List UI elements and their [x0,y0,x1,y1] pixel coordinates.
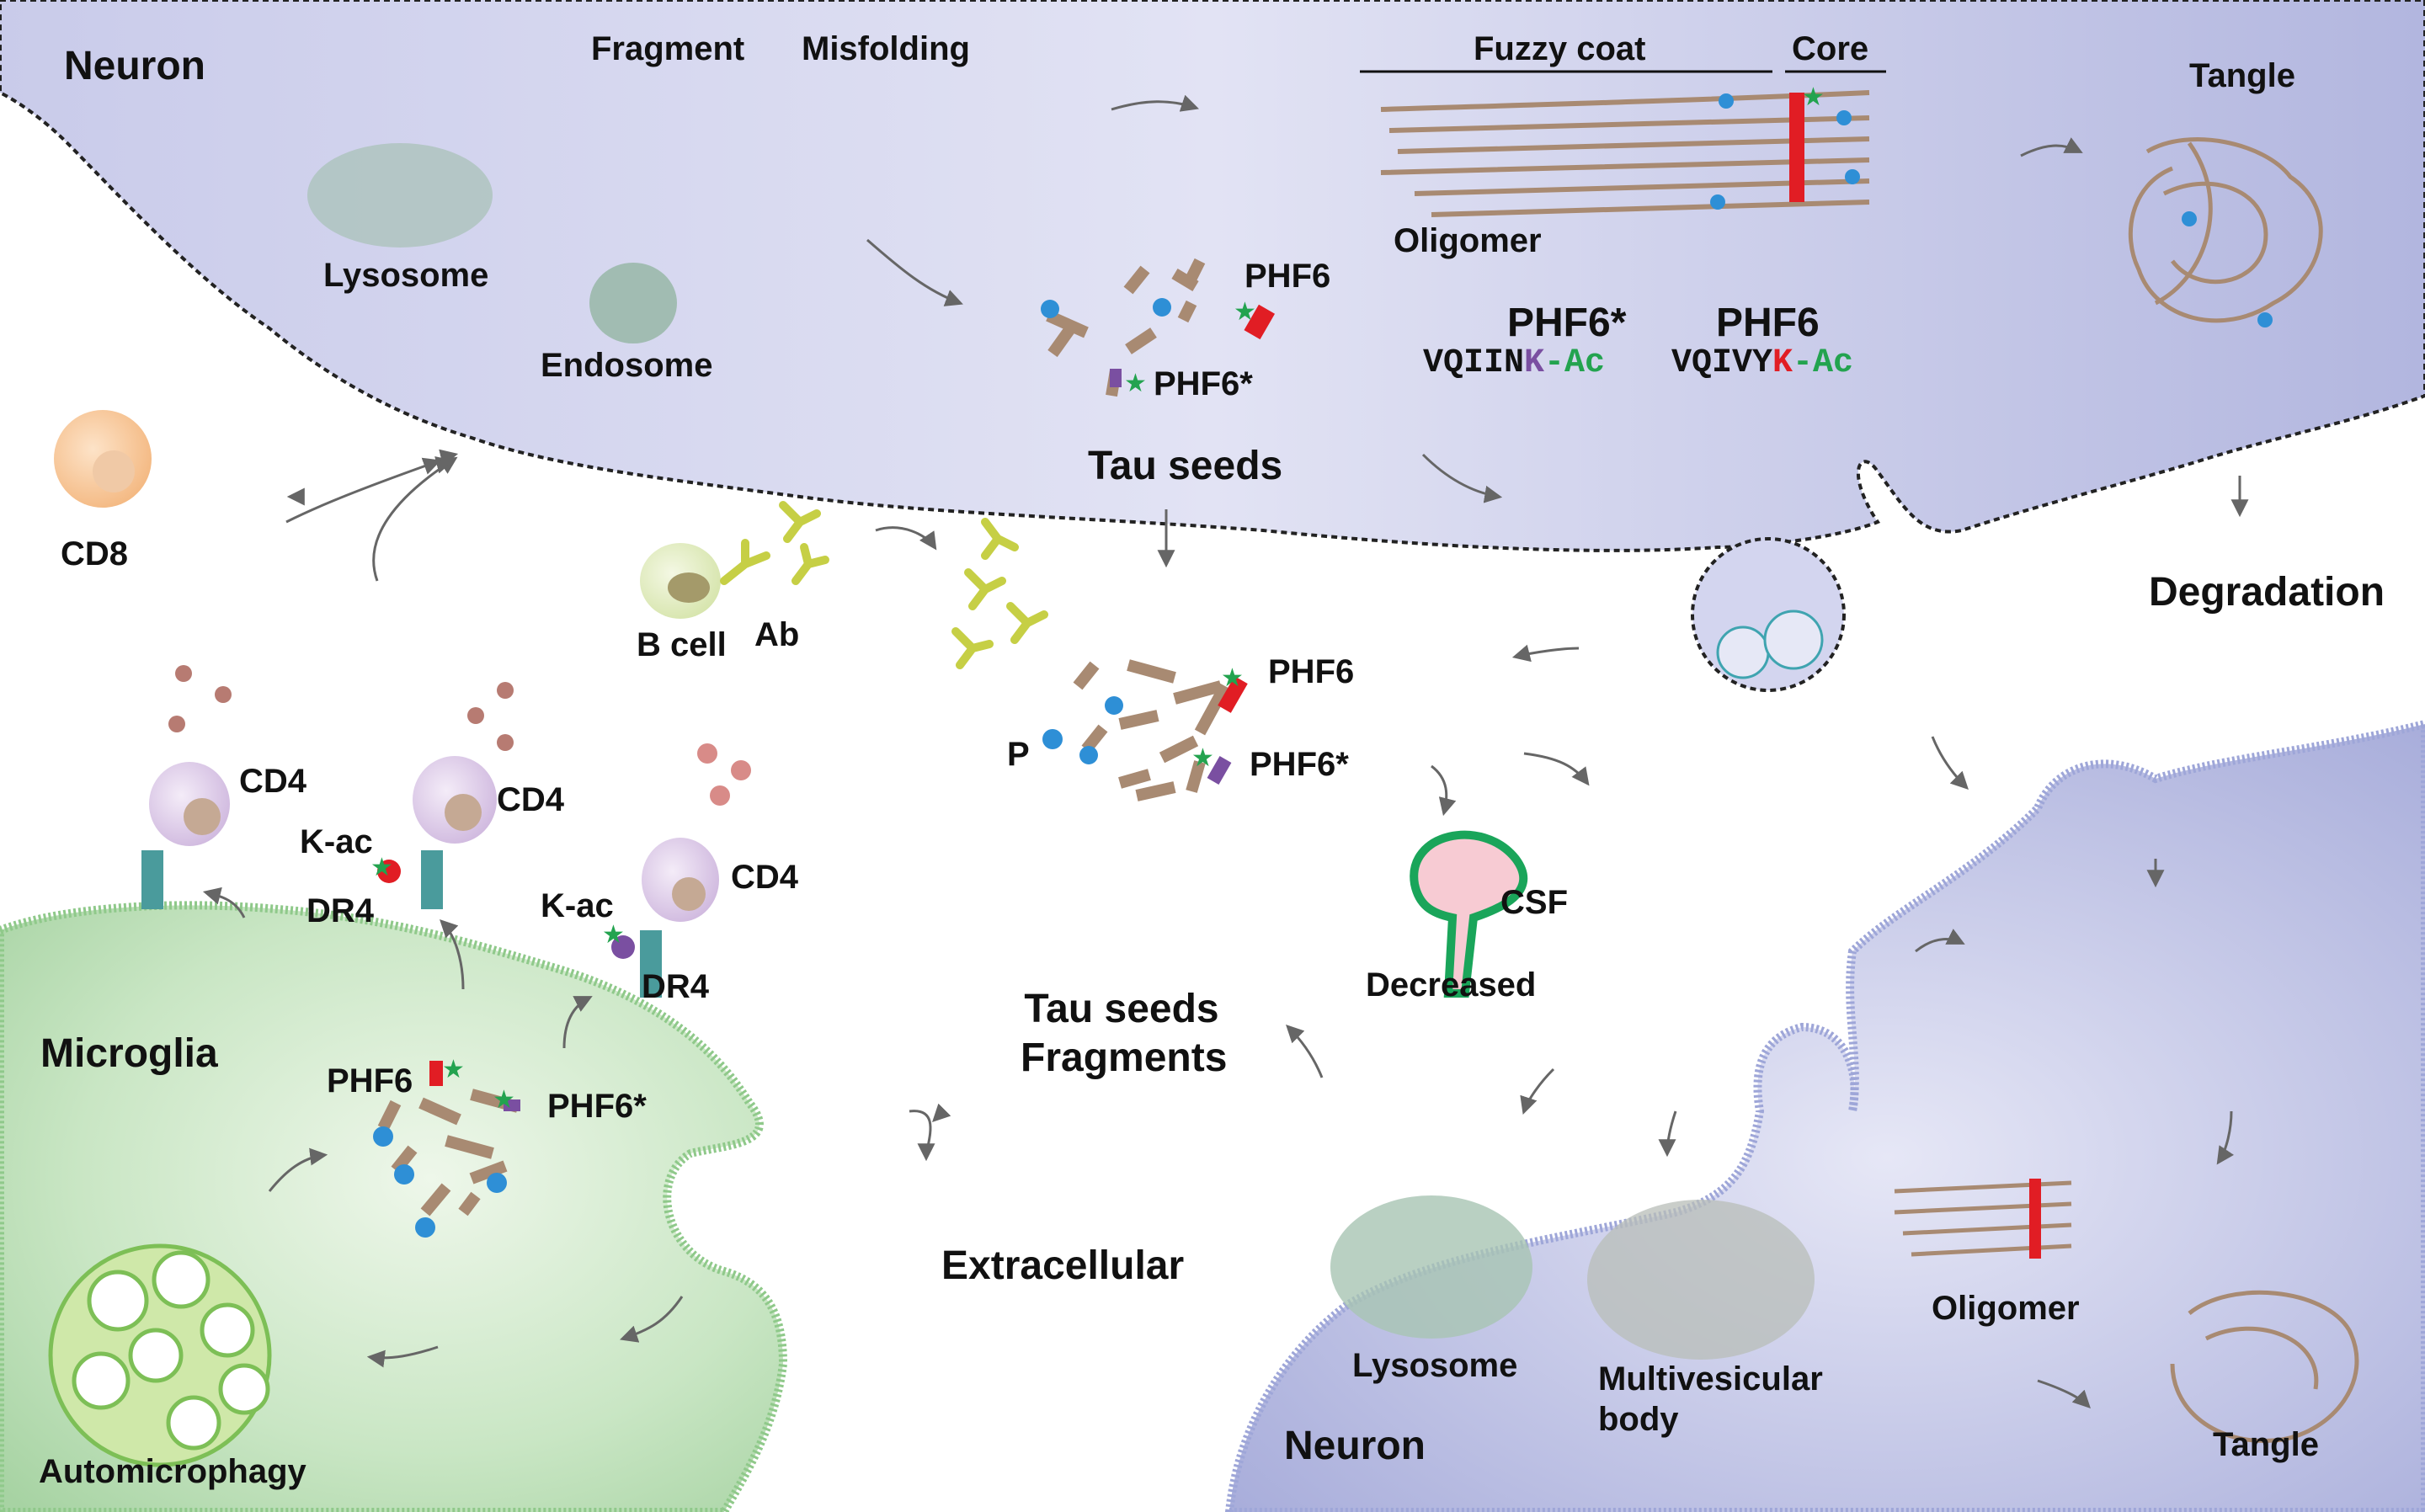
automicrophagy-vesicle [48,1243,272,1467]
cd8-label: CD8 [61,535,129,572]
top-oligomer-label: Oligomer [1394,222,1542,259]
b-cell [640,543,721,619]
extracellular-phf6-label: PHF6 [1268,653,1355,690]
svg-text:★: ★ [370,853,393,882]
bottom-oligomer-fibril [1894,1180,2072,1257]
svg-text:★: ★ [602,920,625,950]
cd8-cell [54,410,152,508]
cd4-cell-3 [611,838,719,998]
top-neuron-membrane [0,0,2425,552]
svg-text:★: ★ [1124,369,1147,398]
automicrophagy-label: Automicrophagy [39,1453,306,1490]
top-tau-seeds-label: Tau seeds [1088,444,1283,488]
bottom-lysosome [1330,1195,1532,1339]
bottom-mvb [1587,1200,1815,1360]
dr4-label-1: DR4 [306,892,375,929]
top-endosome [589,263,677,343]
cd4-label-2: CD4 [497,781,565,818]
bottom-tangle [2170,1290,2359,1443]
phosphate-p-label: P [1007,736,1030,773]
phf6-motif-label: PHF6 [1716,301,1820,345]
kac-label-2: K-ac [541,887,614,924]
cd4-cell-2 [377,756,497,909]
csf-label: CSF [1500,884,1568,921]
dr4-label-2: DR4 [642,968,710,1005]
bottom-neuron-title: Neuron [1284,1424,1426,1468]
top-neuron-title: Neuron [64,44,205,88]
bottom-lysosome-label: Lysosome [1352,1347,1518,1384]
flow-arrows [202,94,2249,1408]
ab-label: Ab [754,616,800,653]
top-tangle [2128,137,2323,323]
seeds-phf6-label: PHF6 [1244,258,1331,295]
csf-brain-icon [1410,830,1528,998]
degradation-label: Degradation [2149,570,2385,615]
misfolding-label: Misfolding [802,30,970,67]
seeds-phf6-star-label: PHF6* [1154,365,1253,402]
b-cell-label: B cell [637,626,727,663]
extracellular-phf6-star-label: PHF6* [1250,746,1349,783]
cytokines [168,665,751,806]
phf6-star-sequence: VQIINK-Ac [1423,344,1606,382]
top-lysosome [307,143,493,248]
microglia-phf6-label: PHF6 [327,1062,413,1099]
kac-label-1: K-ac [300,823,373,860]
top-tangle-label: Tangle [2189,57,2295,94]
cd4-cell-1 [141,762,230,909]
top-endosome-label: Endosome [541,347,713,384]
bottom-tangle-label: Tangle [2213,1426,2319,1463]
decreased-label: Decreased [1366,966,1537,1004]
phf6-sequence: VQIVYK-Ac [1671,344,1854,382]
bottom-neuron-membrane [1224,719,2425,1512]
phf6-star-motif-label: PHF6* [1507,301,1627,345]
svg-text:★: ★ [493,1085,515,1115]
svg-text:★: ★ [1234,297,1256,327]
acetyl-stars: ★ ★ ★ ★ ★ ★ ★ ★ ★ [370,83,1825,1115]
exocytic-vesicle [1691,537,1846,692]
core-label: Core [1792,30,1869,67]
phosphate-dots [373,93,2273,1238]
svg-text:★: ★ [1191,743,1214,773]
fragment-label: Fragment [591,30,745,67]
top-lysosome-label: Lysosome [323,257,489,294]
svg-text:★: ★ [442,1055,465,1084]
microglia-title: Microglia [40,1031,218,1076]
microglia-phf6-star-label: PHF6* [547,1088,647,1125]
cd4-label-3: CD4 [731,859,799,896]
extracellular-label: Extracellular [941,1243,1185,1288]
extracellular-tau-seeds [1073,659,1231,801]
svg-text:★: ★ [1802,83,1825,112]
microglia-tau-seeds [377,1089,520,1217]
bottom-oligomer-label: Oligomer [1932,1290,2080,1327]
antibodies [720,501,1048,669]
fuzzy-coat-label: Fuzzy coat [1474,30,1646,67]
svg-text:★: ★ [1221,663,1244,693]
cd4-label-1: CD4 [239,763,307,800]
